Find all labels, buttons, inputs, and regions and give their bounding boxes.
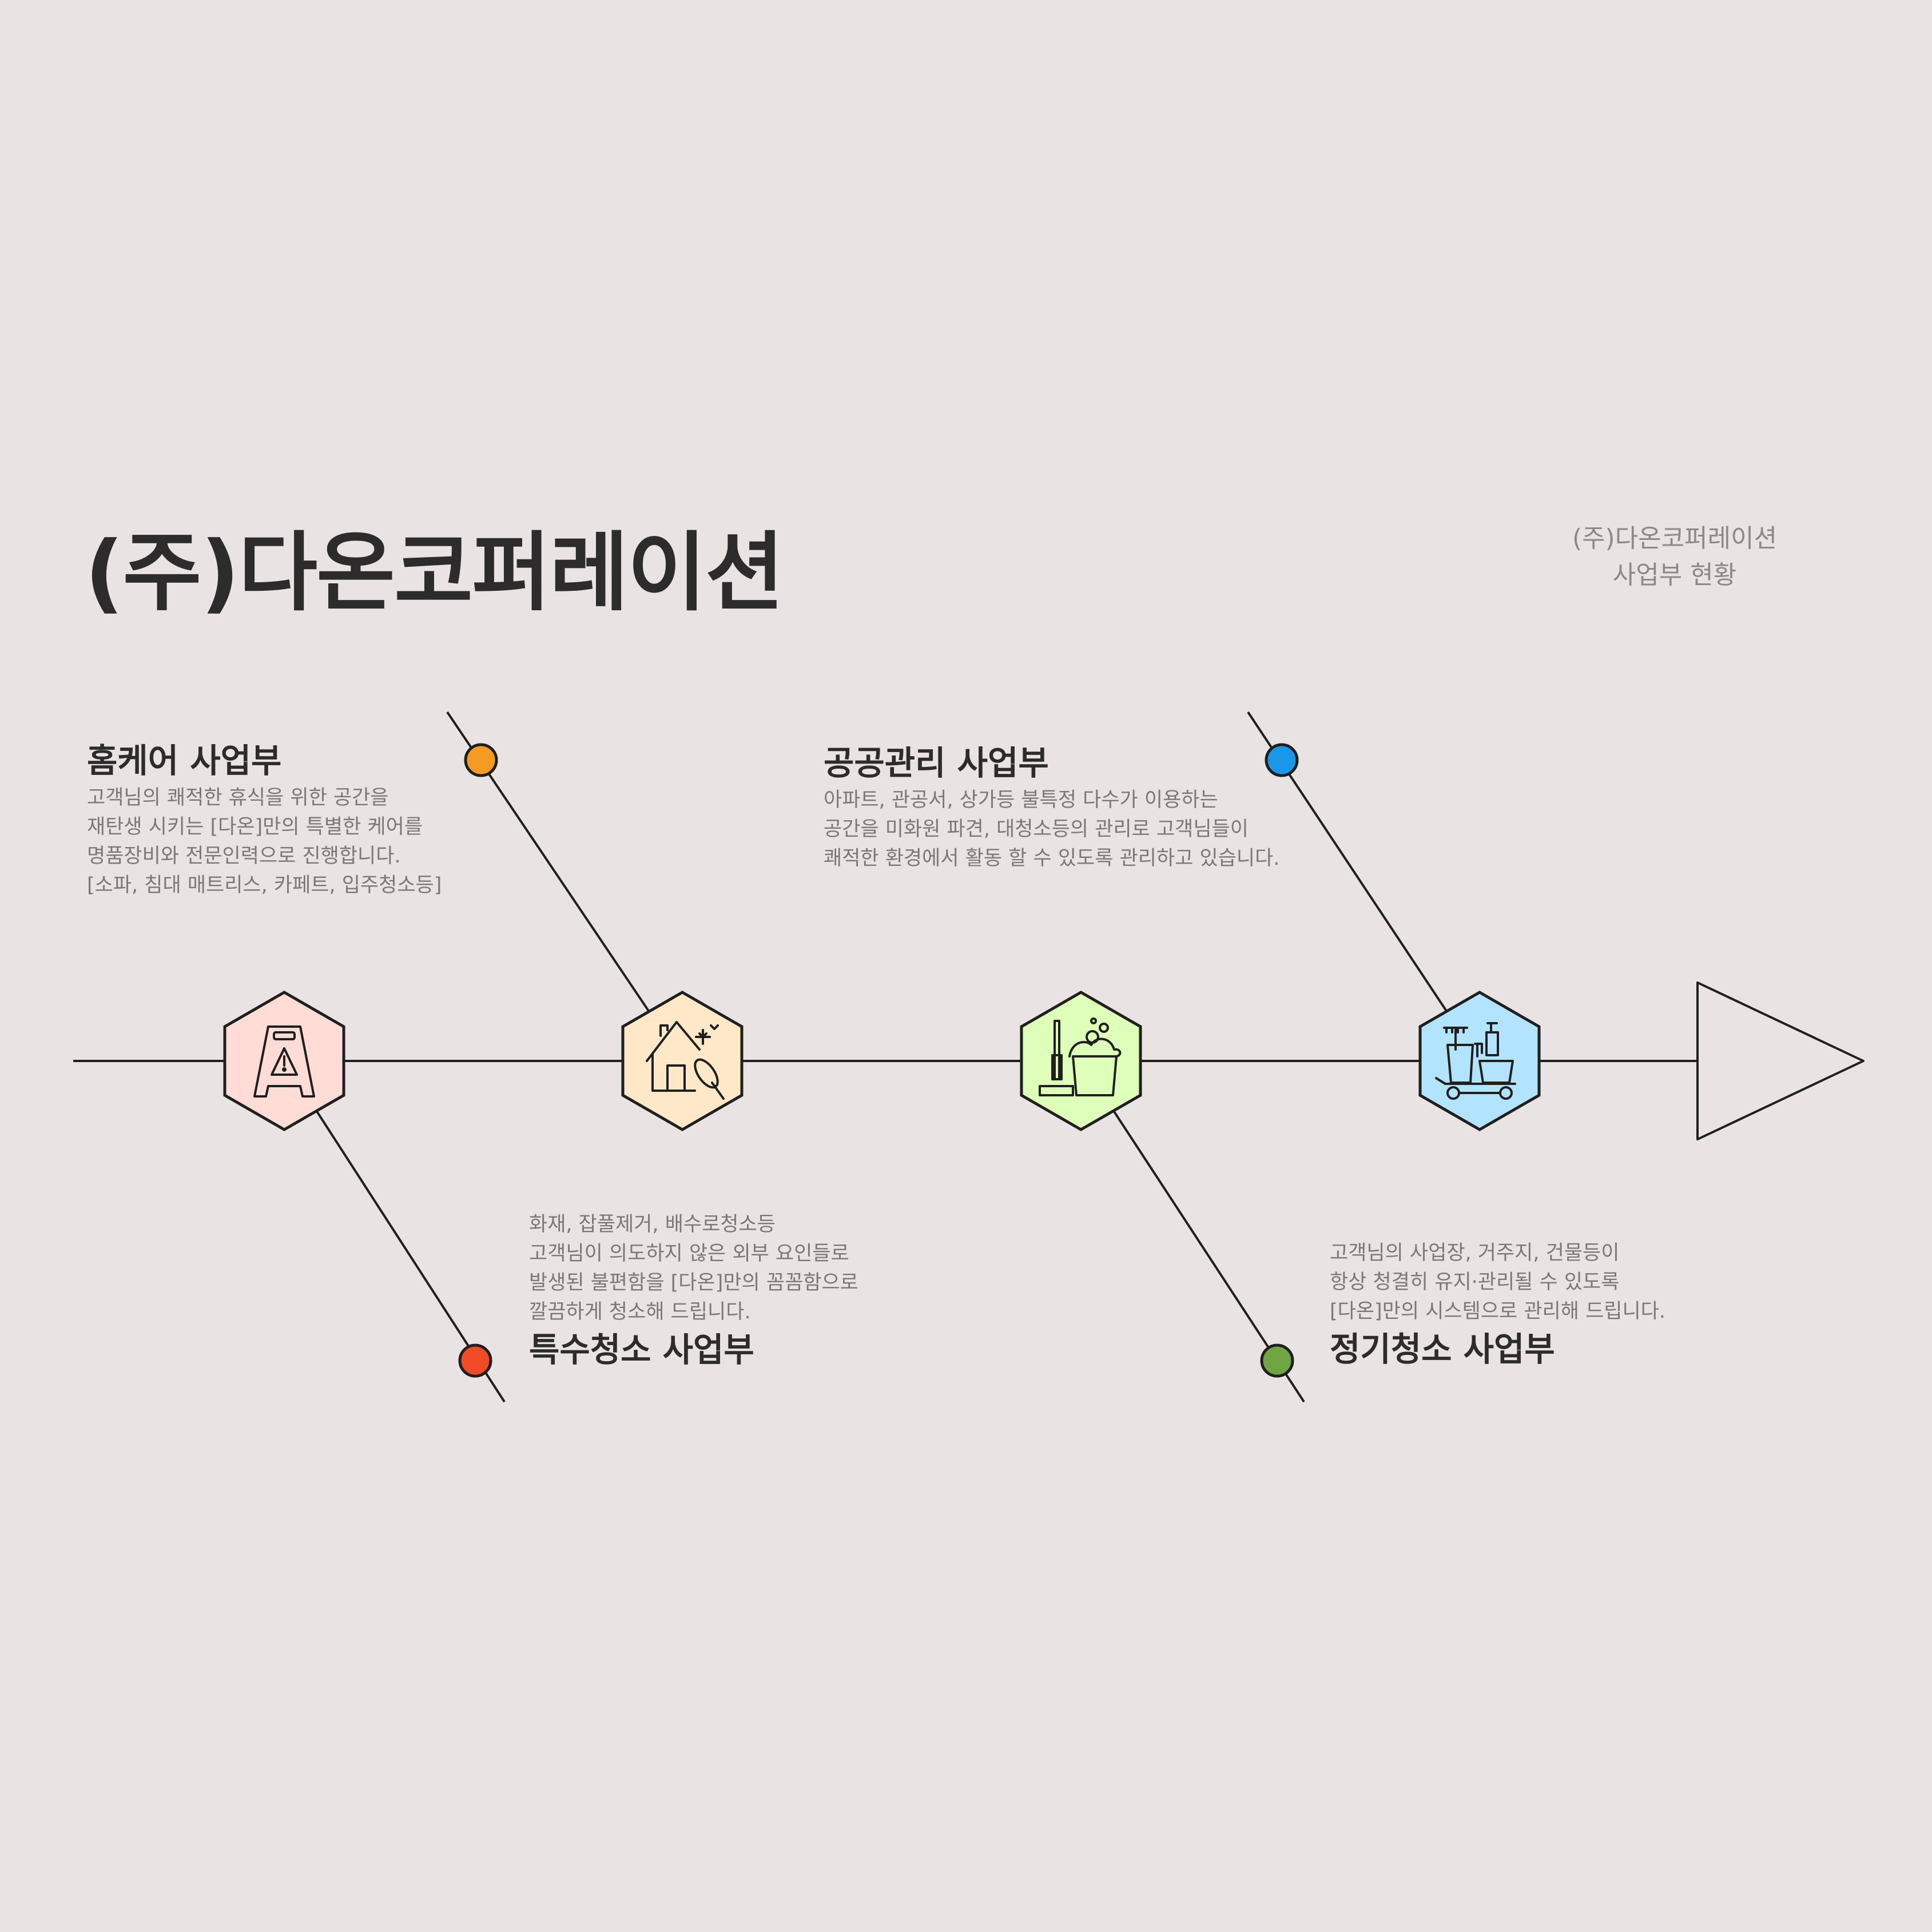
branch-line: [283, 1060, 506, 1403]
description-line: 쾌적한 환경에서 활동 할 수 있도록 관리하고 있습니다.: [824, 847, 1280, 870]
branch-dot: [458, 1343, 492, 1378]
description-line: 항상 청결히 유지·관리될 수 있도록: [1330, 1271, 1620, 1294]
branch-line: [1080, 1060, 1305, 1403]
division-block-regular: 고객님의 사업장, 거주지, 건물등이 항상 청결히 유지·관리될 수 있도록 …: [1330, 1239, 1665, 1372]
description-line: 발생된 불편함을 [다온]만의 꼼꼼함으로: [529, 1271, 858, 1294]
description-line: 고객님의 쾌적한 휴식을 위한 공간을: [87, 786, 389, 809]
branch-dot: [464, 743, 498, 777]
division-title: 공공관리 사업부: [824, 744, 1049, 782]
wet-floor-sign-icon: [253, 1025, 315, 1098]
description-line: [소파, 침대 매트리스, 카페트, 입주청소등]: [87, 874, 442, 897]
arrow-head: [1696, 981, 1865, 1140]
division-description: 고객님의 쾌적한 휴식을 위한 공간을 재탄생 시키는 [다온]만의 특별한 케…: [87, 784, 442, 900]
division-title: 정기청소 사업부: [1330, 1330, 1555, 1369]
division-block-public: 공공관리 사업부 아파트, 관공서, 상가등 불특정 다수가 이용하는 공간을 …: [824, 740, 1279, 873]
hexagon-node: [1020, 991, 1142, 1131]
cleaning-cart-icon: [1435, 1022, 1516, 1100]
house-cleaning-icon: [646, 1021, 725, 1100]
description-line: 공간을 미화원 파견, 대청소등의 관리로 고객님들이: [824, 818, 1249, 841]
division-block-special: 화재, 잡풀제거, 배수로청소등 고객님이 의도하지 않은 외부 요인들로 발생…: [529, 1210, 858, 1373]
description-line: 고객님의 사업장, 거주지, 건물등이: [1330, 1242, 1620, 1265]
description-line: 명품장비와 전문인력으로 진행합니다.: [87, 845, 401, 868]
subtitle-line: 사업부 현황: [1612, 560, 1737, 590]
mop-bucket-icon: [1039, 1017, 1122, 1096]
division-block-homecare: 홈케어 사업부 고객님의 쾌적한 휴식을 위한 공간을 재탄생 시키는 [다온]…: [87, 738, 442, 900]
division-title: 홈케어 사업부: [87, 741, 282, 780]
description-line: [다온]만의 시스템으로 관리해 드립니다.: [1330, 1300, 1666, 1323]
division-title: 특수청소 사업부: [529, 1330, 754, 1369]
division-description: 고객님의 사업장, 거주지, 건물등이 항상 청결히 유지·관리될 수 있도록 …: [1330, 1239, 1665, 1326]
branch-dot: [1265, 743, 1299, 777]
branch-dot: [1260, 1343, 1294, 1378]
division-description: 화재, 잡풀제거, 배수로청소등 고객님이 의도하지 않은 외부 요인들로 발생…: [529, 1210, 858, 1327]
description-line: 고객님이 의도하지 않은 외부 요인들로: [529, 1242, 849, 1265]
description-line: 아파트, 관공서, 상가등 불특정 다수가 이용하는: [824, 789, 1218, 812]
page-subtitle: (주)다온코퍼레이션 사업부 현황: [1514, 520, 1835, 594]
hexagon-node: [621, 991, 744, 1131]
description-line: 깔끔하게 청소해 드립니다.: [529, 1301, 751, 1323]
description-line: 화재, 잡풀제거, 배수로청소등: [529, 1213, 776, 1236]
division-description: 아파트, 관공서, 상가등 불특정 다수가 이용하는 공간을 미화원 파견, 대…: [824, 786, 1279, 873]
subtitle-line: (주)다온코퍼레이션: [1572, 524, 1778, 553]
description-line: 재탄생 시키는 [다온]만의 특별한 케어를: [87, 816, 423, 838]
page-title: (주)다온코퍼레이션: [85, 523, 784, 623]
